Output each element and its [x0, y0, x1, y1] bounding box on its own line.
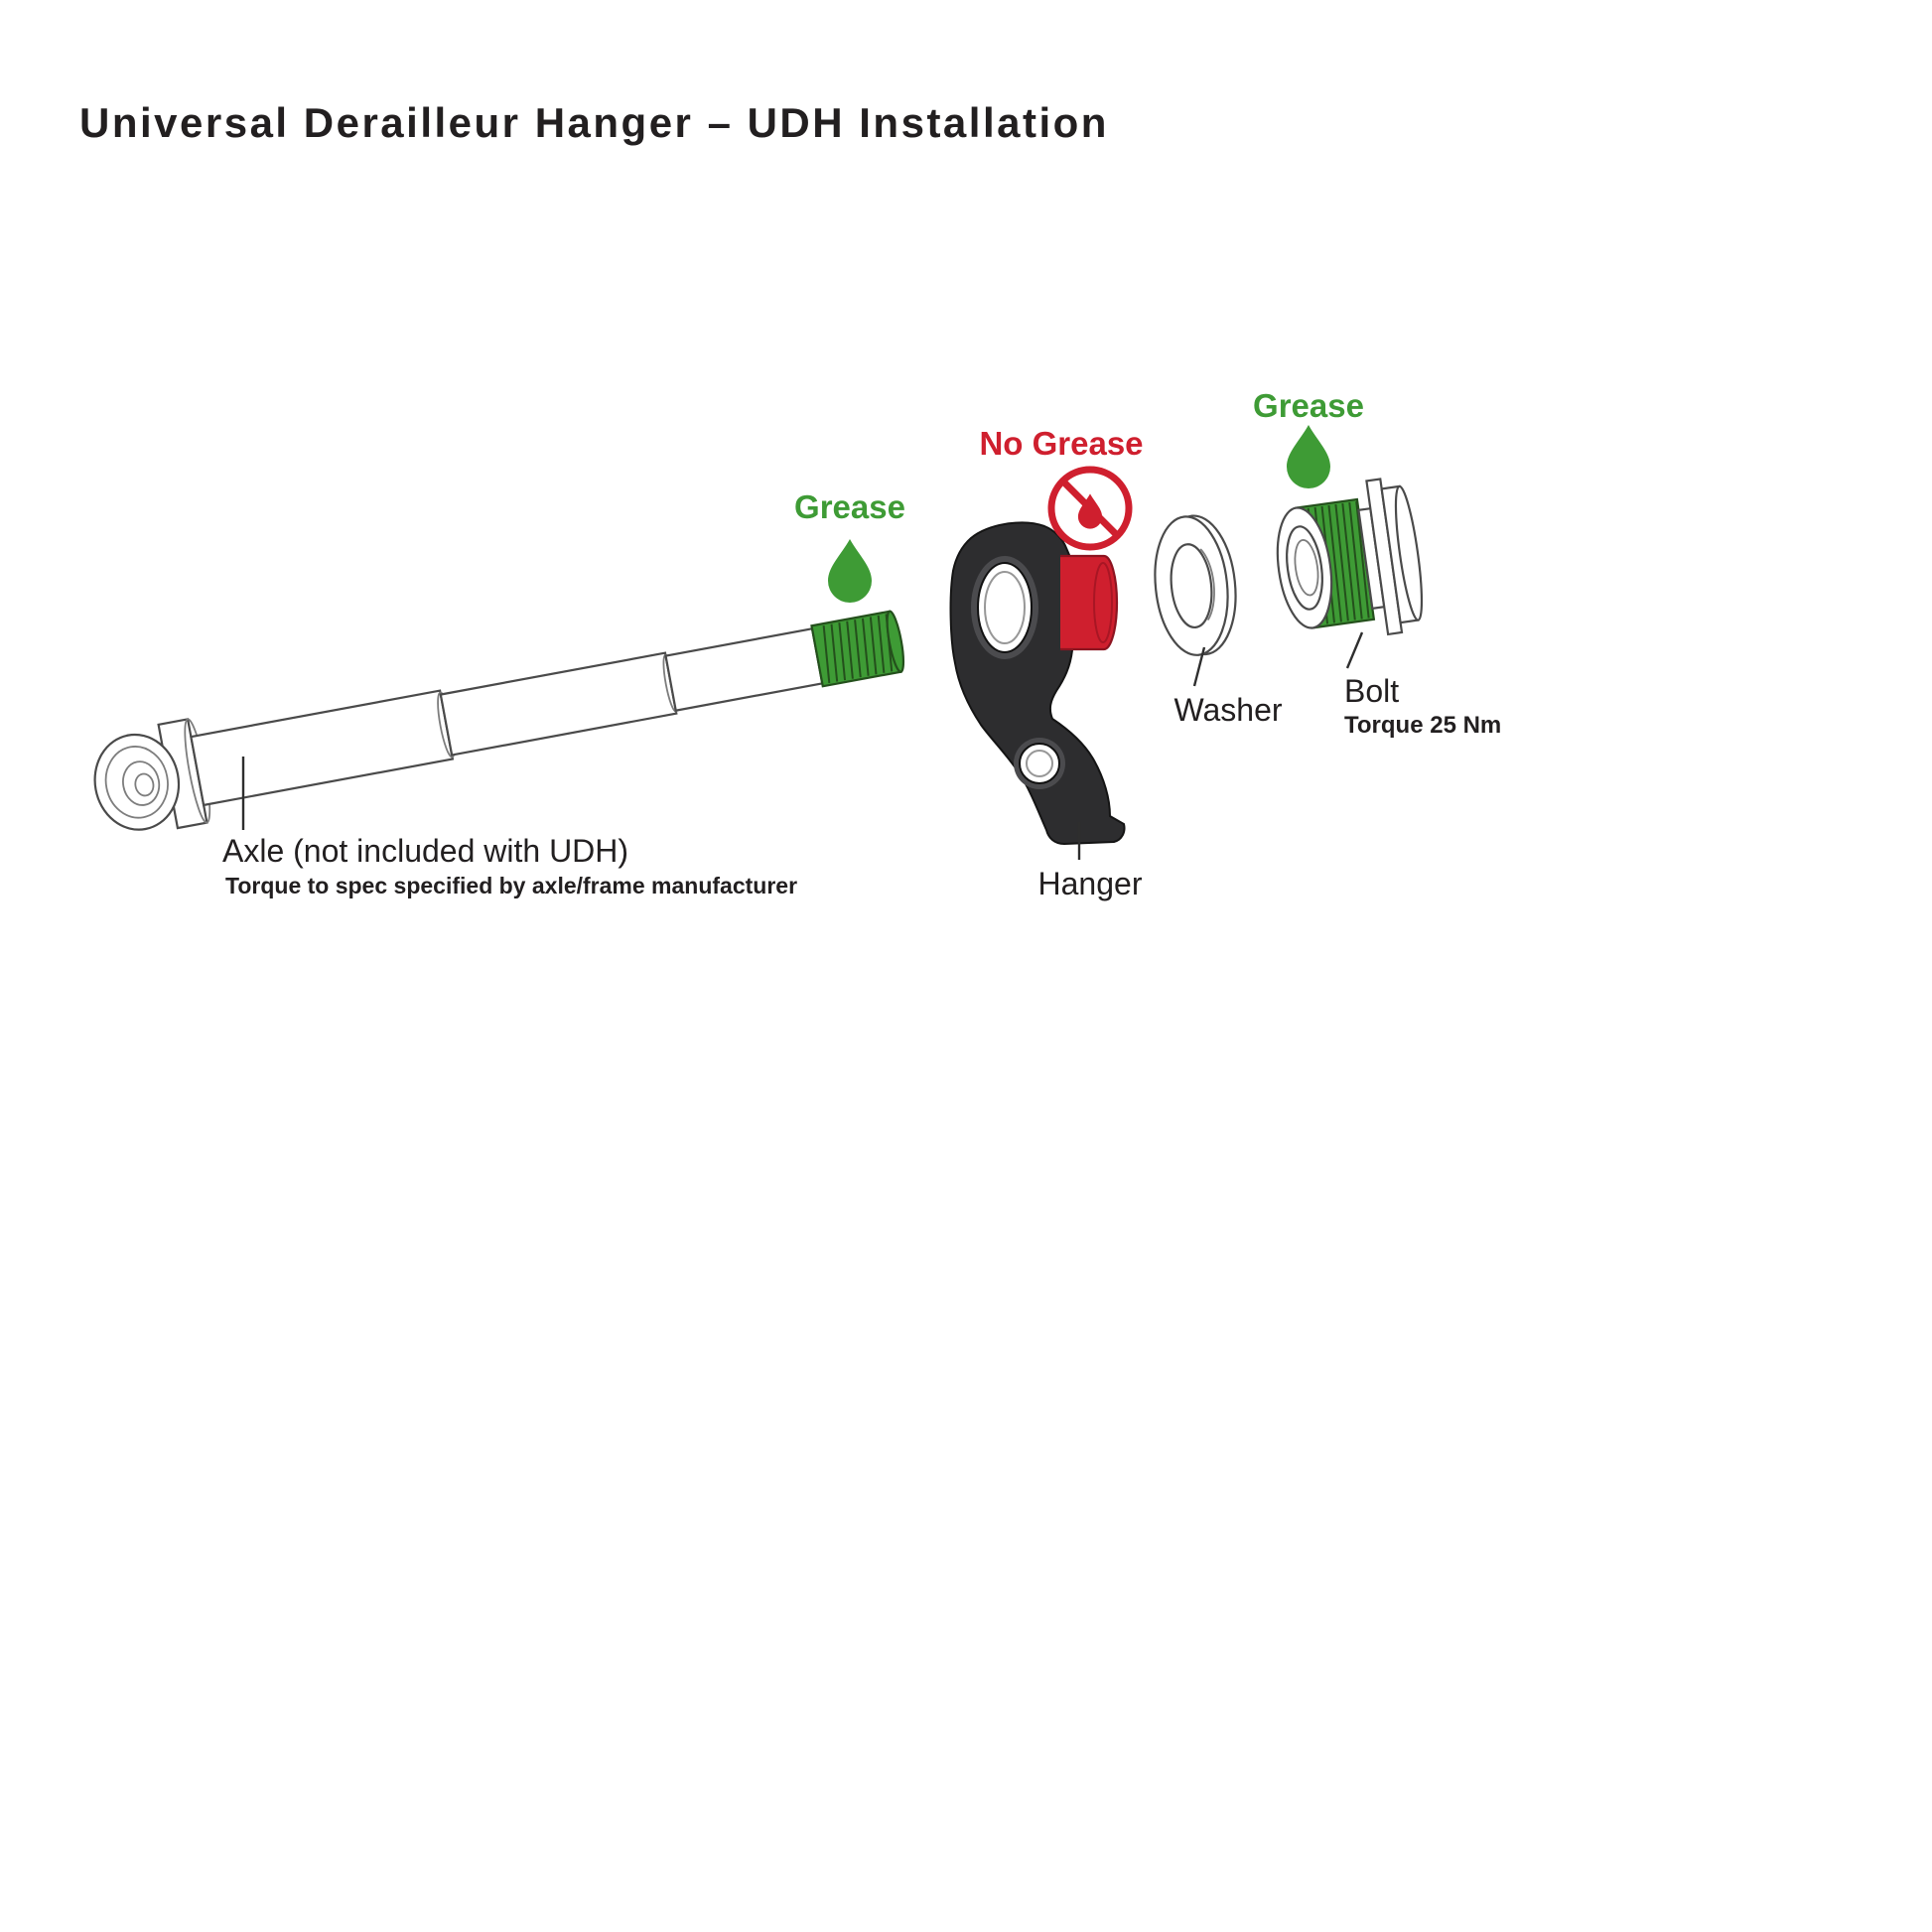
axle-shaft-b — [439, 651, 678, 757]
axle-cap-ring — [104, 746, 169, 819]
hanger-derailleur-hole — [1019, 743, 1060, 784]
axle-thread-lines — [822, 614, 894, 684]
axle-drawing — [93, 610, 905, 831]
washer-hole — [1170, 543, 1213, 629]
leader-line-bolt — [1345, 631, 1364, 669]
axle-label: Axle (not included with UDH) — [222, 833, 629, 869]
hanger-axle-hole-bore — [984, 571, 1026, 644]
grease-droplet-icon — [828, 539, 872, 603]
bolt-open-end-bore — [1286, 525, 1323, 611]
grease-label-axle: Grease — [794, 488, 905, 525]
axle-shaft-a — [190, 689, 455, 807]
no-grease-icon — [1047, 466, 1133, 551]
droplet-shape — [1287, 425, 1330, 488]
axle-cap-socket — [134, 772, 155, 797]
axle-shaft-c — [664, 626, 824, 712]
axle-thread-tip — [886, 610, 905, 673]
hanger-drawing — [949, 521, 1126, 846]
page-title: Universal Derailleur Hanger – UDH Instal… — [79, 99, 1109, 146]
axle-cap-ring2 — [122, 760, 161, 806]
hanger-derailleur-hole-thread — [1026, 750, 1053, 777]
hanger-red-boss-face — [1093, 562, 1113, 643]
hanger-axle-hole — [977, 562, 1033, 653]
bolt-internal-thread — [1294, 539, 1319, 597]
grease-droplet-icon-bolt — [1287, 425, 1330, 488]
bolt-label: Bolt — [1344, 673, 1400, 709]
bolt-drawing — [1276, 478, 1424, 636]
bolt-torque-note: Torque 25 Nm — [1344, 712, 1502, 739]
no-grease-label: No Grease — [979, 425, 1144, 462]
bolt-head-face — [1394, 484, 1424, 621]
grease-label-bolt: Grease — [1253, 387, 1364, 424]
washer-bore-edge — [1199, 548, 1215, 621]
axle-torque-note: Torque to spec specified by axle/frame m… — [225, 873, 798, 898]
leader-line-washer — [1192, 646, 1206, 687]
droplet-shape — [828, 539, 872, 603]
no-grease-slash — [1060, 479, 1120, 538]
washer-drawing — [1154, 514, 1237, 656]
hanger-red-boss — [1060, 554, 1119, 651]
hanger-label: Hanger — [1037, 866, 1143, 901]
washer-label: Washer — [1173, 692, 1283, 728]
